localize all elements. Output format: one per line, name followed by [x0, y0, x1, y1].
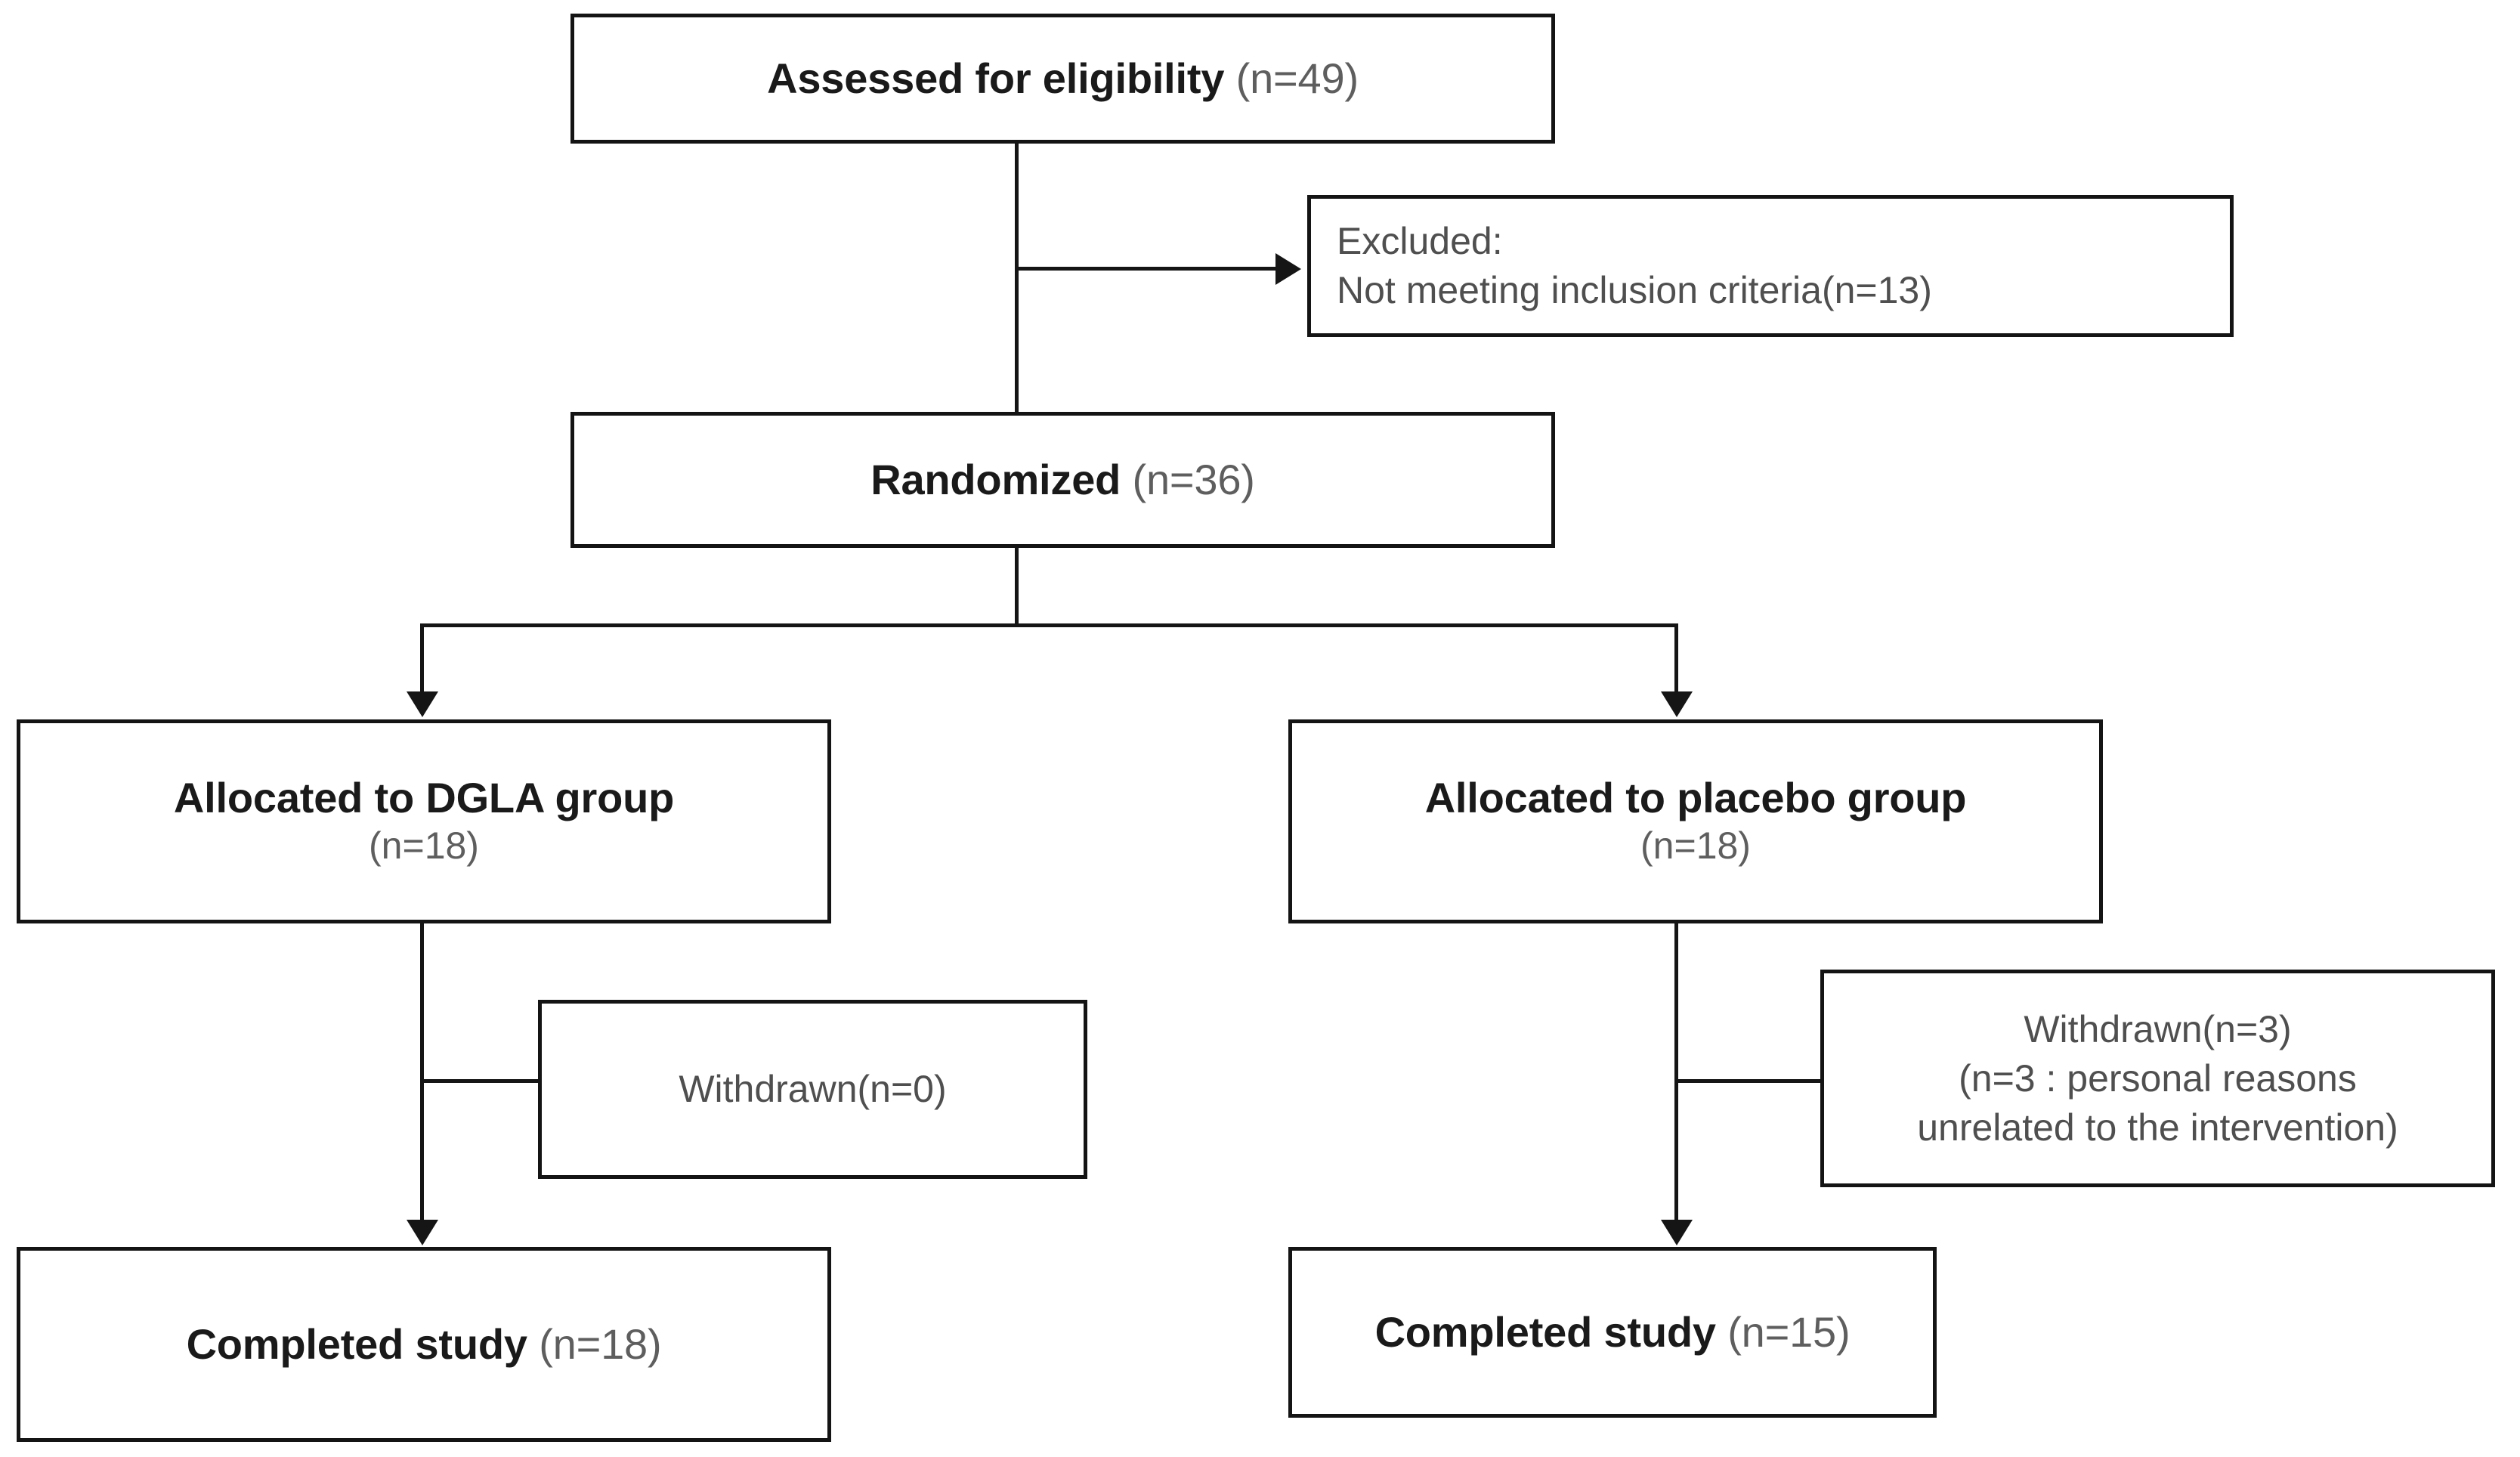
completed-dgla-count: (n=18) — [539, 1319, 662, 1368]
connector-dgla-to-withdrawn — [420, 1079, 540, 1083]
connector-randomized-stem — [1015, 548, 1019, 627]
node-allocated-dgla: Allocated to DGLA group (n=18) — [17, 719, 831, 923]
arrowhead-into-completed-dgla — [407, 1220, 438, 1245]
randomized-count: (n=36) — [1132, 455, 1255, 503]
arrowhead-into-excluded — [1275, 253, 1301, 285]
randomized-label-line: Randomized (n=36) — [870, 456, 1255, 505]
node-completed-dgla: Completed study (n=18) — [17, 1247, 831, 1442]
connector-dgla-allocated-to-completed — [420, 923, 424, 1224]
completed-dgla-label: Completed study — [186, 1319, 527, 1368]
excluded-line-2: Not meeting inclusion criteria(n=13) — [1337, 269, 1932, 311]
connector-to-allocated-placebo — [1674, 623, 1678, 696]
node-completed-placebo: Completed study (n=15) — [1288, 1247, 1937, 1418]
completed-placebo-count: (n=15) — [1727, 1307, 1851, 1356]
arrowhead-into-completed-placebo — [1661, 1220, 1693, 1245]
connector-placebo-to-withdrawn — [1674, 1079, 1820, 1083]
assessed-label-line: Assessed for eligibility (n=49) — [767, 54, 1359, 104]
allocated-placebo-count: (n=18) — [1640, 824, 1751, 867]
node-withdrawn-placebo: Withdrawn(n=3) (n=3 : personal reasons u… — [1820, 970, 2495, 1187]
arrowhead-into-allocated-placebo — [1661, 691, 1693, 717]
allocated-dgla-count: (n=18) — [369, 824, 479, 867]
node-excluded: Excluded: Not meeting inclusion criteria… — [1307, 195, 2234, 337]
withdrawn-placebo-line-3: unrelated to the intervention) — [1917, 1106, 2398, 1149]
assessed-label: Assessed for eligibility — [767, 54, 1225, 102]
connector-allocation-distribution-bar — [420, 623, 1678, 627]
completed-placebo-label-line: Completed study (n=15) — [1375, 1308, 1851, 1357]
node-allocated-placebo: Allocated to placebo group (n=18) — [1288, 719, 2103, 923]
connector-assessed-to-excluded — [1015, 267, 1275, 271]
withdrawn-dgla-line-1: Withdrawn(n=0) — [679, 1068, 947, 1110]
randomized-label: Randomized — [870, 455, 1121, 503]
arrowhead-into-allocated-dgla — [407, 691, 438, 717]
withdrawn-placebo-line-2: (n=3 : personal reasons — [1959, 1056, 2357, 1100]
connector-placebo-allocated-to-completed — [1674, 923, 1678, 1224]
withdrawn-placebo-line-1: Withdrawn(n=3) — [2024, 1007, 2292, 1050]
node-assessed-for-eligibility: Assessed for eligibility (n=49) — [570, 14, 1555, 144]
completed-placebo-label: Completed study — [1374, 1307, 1716, 1356]
connector-assessed-to-randomized — [1015, 144, 1019, 440]
allocated-dgla-label: Allocated to DGLA group — [173, 774, 675, 822]
assessed-count: (n=49) — [1235, 54, 1359, 102]
node-randomized: Randomized (n=36) — [570, 412, 1555, 548]
connector-to-allocated-dgla — [420, 623, 424, 696]
node-withdrawn-dgla: Withdrawn(n=0) — [538, 1000, 1087, 1179]
completed-dgla-label-line: Completed study (n=18) — [187, 1320, 662, 1369]
allocated-placebo-label: Allocated to placebo group — [1424, 774, 1967, 822]
excluded-line-1: Excluded: — [1337, 220, 1503, 262]
